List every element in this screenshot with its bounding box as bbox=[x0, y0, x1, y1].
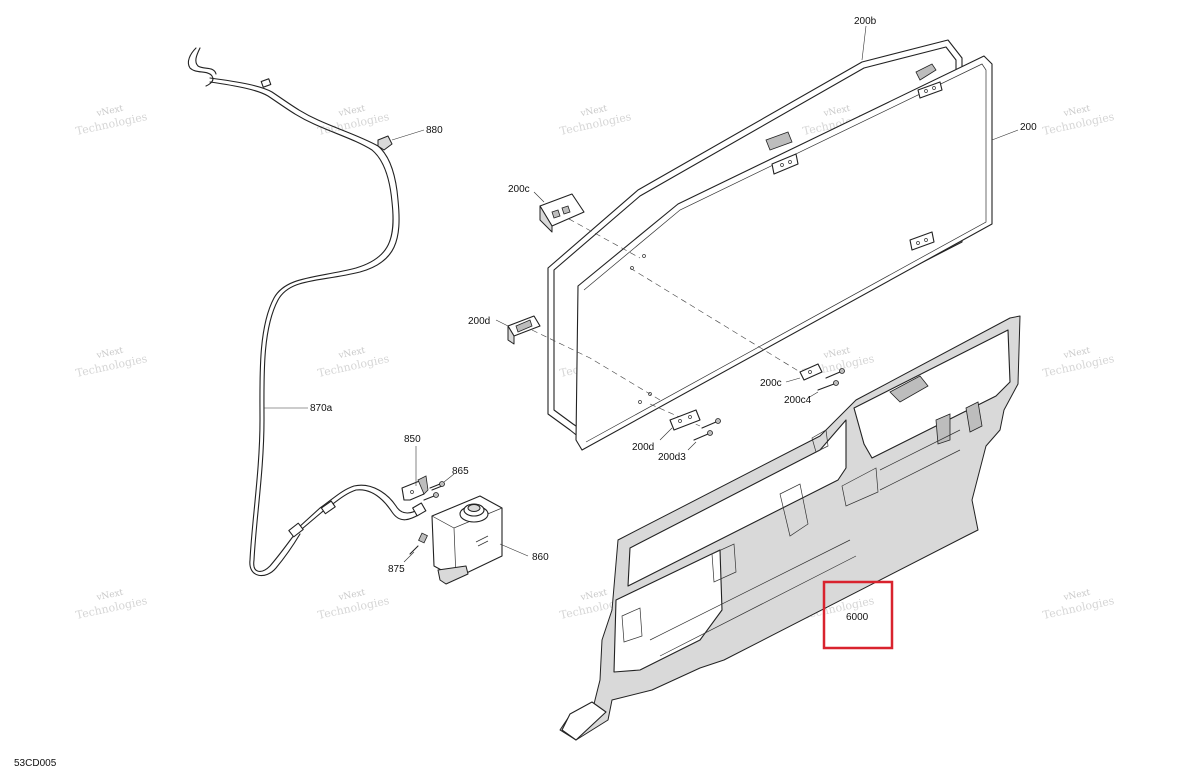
watermark: vNext Technologies bbox=[317, 588, 391, 622]
watermark: vNext Technologies bbox=[1042, 346, 1116, 380]
callout-200b[interactable]: 200b bbox=[854, 16, 877, 27]
callout-200d3[interactable]: 200d3 bbox=[658, 452, 686, 463]
callout-200d-left[interactable]: 200d bbox=[468, 316, 490, 327]
rear-panel-6000[interactable] bbox=[559, 315, 1021, 741]
clip-200c-right[interactable]: 200c bbox=[760, 363, 823, 389]
hose-connector bbox=[320, 500, 336, 515]
screw-200c4[interactable]: 200c4 bbox=[784, 368, 845, 407]
highlight-box bbox=[822, 580, 894, 650]
screws-865[interactable]: 865 bbox=[423, 466, 469, 501]
washer-hose-870a[interactable] bbox=[187, 47, 427, 577]
watermark: vNext Technologies bbox=[559, 104, 633, 138]
callout-880[interactable]: 880 bbox=[426, 125, 443, 136]
watermark: vNext Technologies bbox=[1042, 588, 1116, 622]
reservoir-860[interactable]: 860 bbox=[431, 495, 549, 585]
callout-850[interactable]: 850 bbox=[404, 434, 421, 445]
hose-connector bbox=[412, 502, 427, 517]
highlight-6000[interactable]: 6000 bbox=[822, 580, 894, 650]
callout-875[interactable]: 875 bbox=[388, 564, 405, 575]
watermark: vNext Technologies bbox=[1042, 104, 1116, 138]
grommet-880[interactable]: 880 bbox=[377, 125, 443, 151]
callout-865[interactable]: 865 bbox=[452, 466, 469, 477]
watermark: vNext Technologies bbox=[317, 104, 391, 138]
drawing-code: 53CD005 bbox=[14, 758, 57, 769]
clip-200c-top[interactable]: 200c bbox=[508, 184, 585, 233]
callout-200c-top[interactable]: 200c bbox=[508, 184, 530, 195]
callout-870a[interactable]: 870a bbox=[310, 403, 333, 414]
callout-200d-bottom[interactable]: 200d bbox=[632, 442, 654, 453]
clip-875[interactable]: 875 bbox=[388, 532, 428, 575]
window-panel-200[interactable]: 200 bbox=[575, 55, 1037, 451]
screw-200d3[interactable]: 200d3 bbox=[658, 418, 721, 464]
callout-860[interactable]: 860 bbox=[532, 552, 549, 563]
clip-200d-bottom[interactable]: 200d bbox=[632, 409, 701, 453]
callout-200c4[interactable]: 200c4 bbox=[784, 395, 812, 406]
watermark: vNext Technologies bbox=[75, 104, 149, 138]
hose-connector bbox=[288, 522, 304, 538]
bracket-850[interactable]: 850 bbox=[401, 434, 429, 501]
watermark: vNext Technologies bbox=[317, 346, 391, 380]
watermark: vNext Technologies bbox=[75, 346, 149, 380]
clip-200d-left[interactable]: 200d bbox=[468, 315, 541, 345]
callout-200c-right[interactable]: 200c bbox=[760, 378, 782, 389]
hose-clip bbox=[260, 78, 272, 88]
watermark: vNext Technologies bbox=[75, 588, 149, 622]
callout-6000[interactable]: 6000 bbox=[846, 612, 869, 623]
callout-200[interactable]: 200 bbox=[1020, 122, 1037, 133]
